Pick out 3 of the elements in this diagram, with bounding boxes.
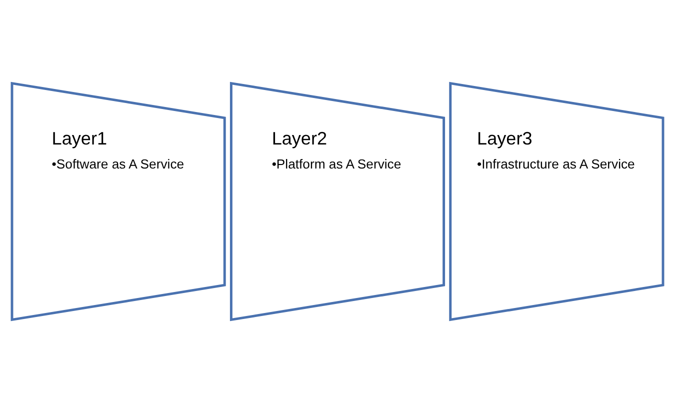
node-box: Layer2 •Platform as A Service: [230, 82, 446, 322]
node-box: Layer3 •Infrastructure as A Service: [449, 82, 664, 322]
node-box: Layer1 •Software as A Service: [10, 82, 226, 322]
